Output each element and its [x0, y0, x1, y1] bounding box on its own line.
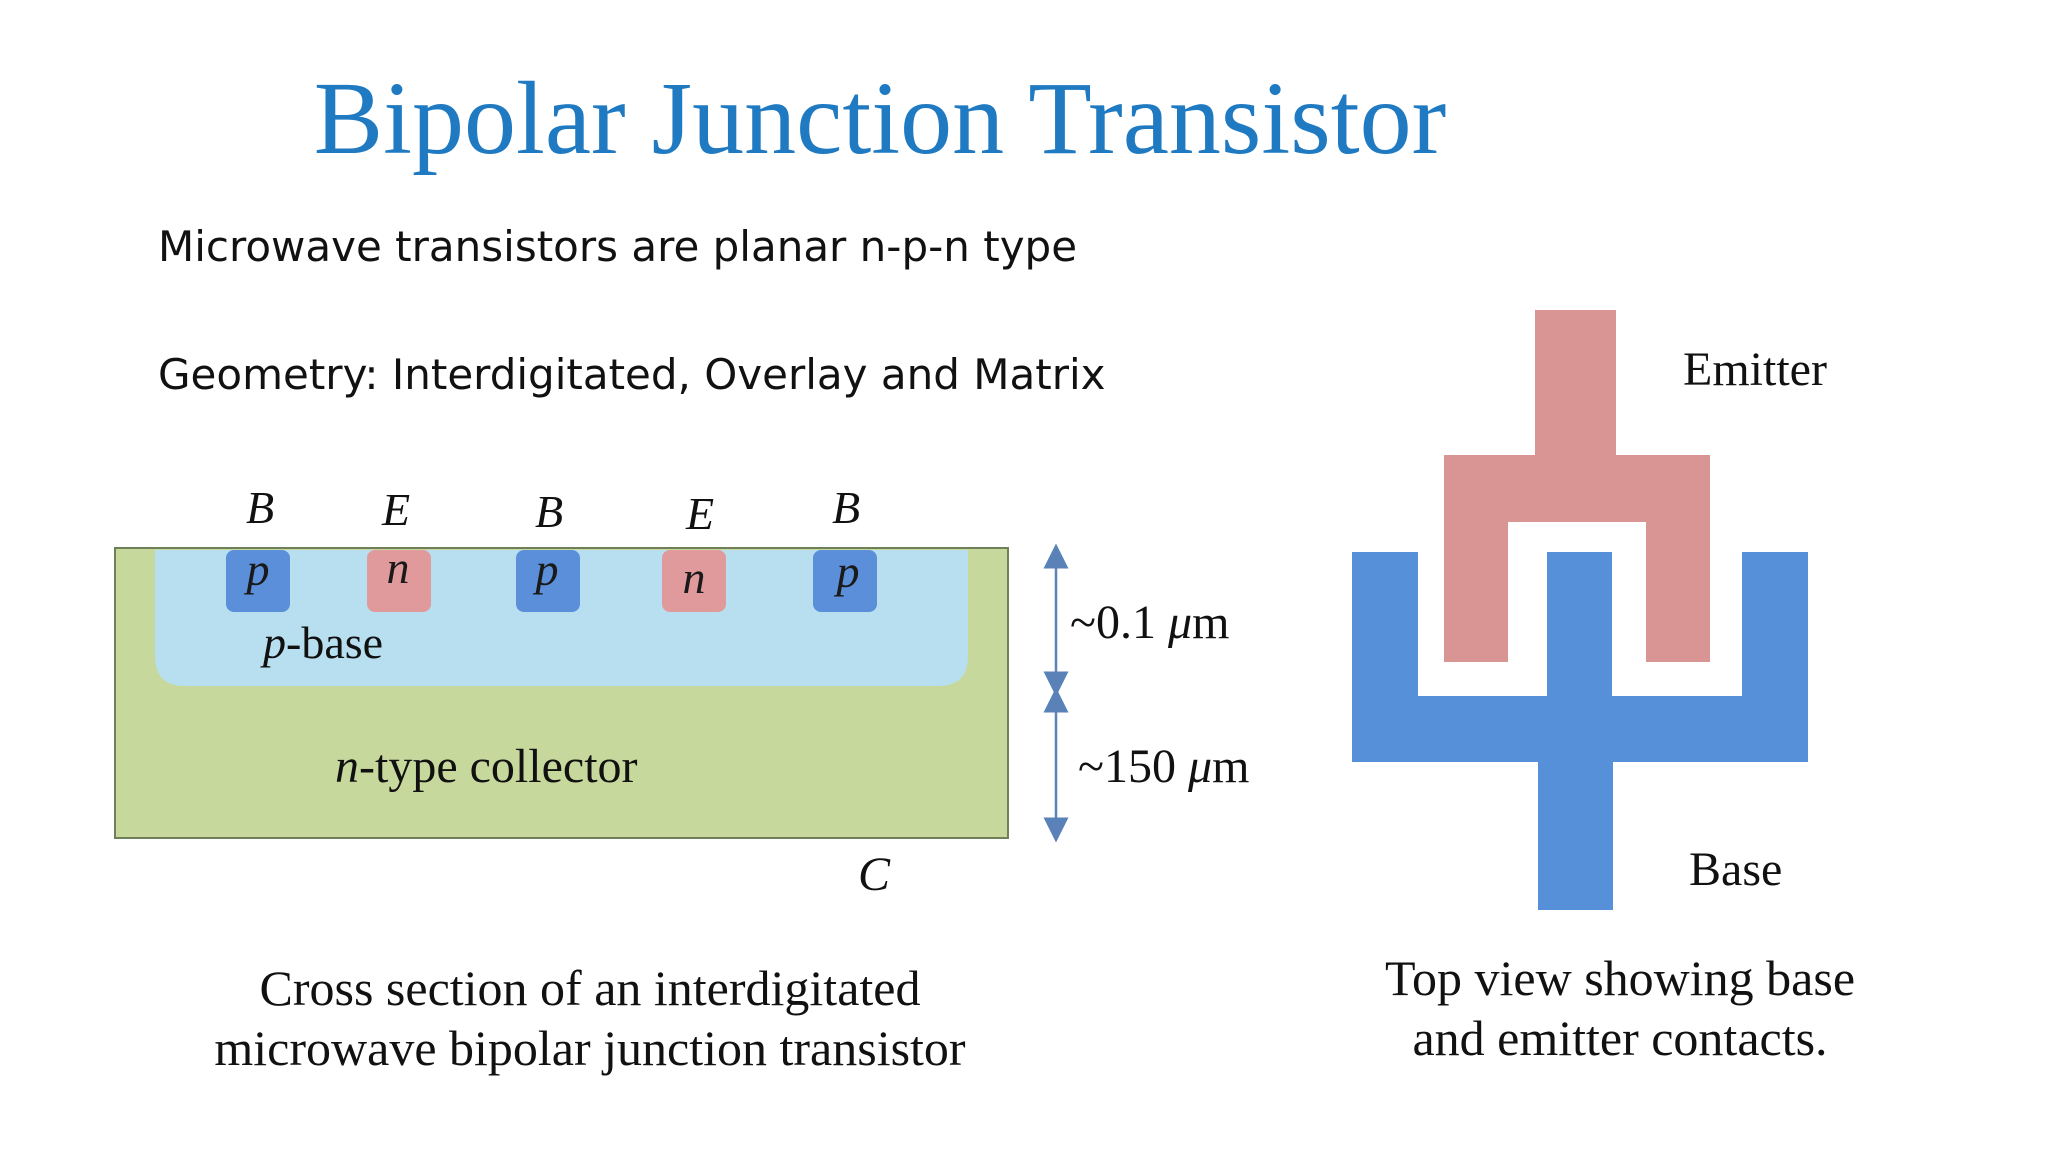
cross-section-diagram: B E B E B p n p n p p-base n-type collec… — [114, 482, 1249, 901]
bullet-planar-npn: Microwave transistors are planar n-p-n t… — [158, 222, 1078, 271]
terminal-label-base-1: B — [246, 482, 274, 533]
n-contact-2 — [662, 550, 726, 612]
region-label-n-2: n — [683, 552, 706, 603]
region-label-p-2: p — [533, 544, 559, 595]
top-view-caption-line-2: and emitter contacts. — [1412, 1010, 1828, 1066]
base-thickness-label: ~0.1 μm — [1070, 596, 1229, 649]
collector-terminal-label: C — [858, 848, 891, 901]
p-base-region — [155, 550, 968, 686]
cross-section-caption-line-1: Cross section of an interdigitated — [259, 960, 921, 1016]
region-label-n-1: n — [387, 542, 410, 593]
emitter-label: Emitter — [1683, 343, 1827, 396]
base-contact-shape — [1352, 552, 1808, 910]
terminal-label-base-2: B — [535, 486, 563, 537]
top-view-caption-line-1: Top view showing base — [1384, 950, 1856, 1006]
region-label-p-1: p — [244, 544, 270, 595]
base-label: Base — [1689, 843, 1782, 896]
p-contact-2 — [516, 550, 580, 612]
cross-section-caption-line-2: microwave bipolar junction transistor — [214, 1020, 966, 1076]
n-contact-1 — [367, 550, 431, 612]
collector-thickness-label: ~150 μm — [1078, 740, 1249, 793]
region-label-p-3: p — [834, 546, 860, 597]
terminal-label-base-3: B — [832, 482, 860, 533]
slide-title: Bipolar Junction Transistor — [313, 61, 1447, 176]
p-contact-1 — [226, 550, 290, 612]
top-view-diagram: Emitter Base — [1352, 310, 1827, 910]
emitter-contact-shape — [1444, 310, 1710, 662]
p-contact-3 — [813, 550, 877, 612]
cross-section-caption: Cross section of an interdigitated micro… — [140, 958, 1040, 1078]
collector-label: n-type collector — [335, 740, 638, 793]
terminal-label-emitter-1: E — [381, 484, 410, 535]
terminal-label-emitter-2: E — [685, 488, 714, 539]
bullet-geometry: Geometry: Interdigitated, Overlay and Ma… — [158, 350, 1106, 399]
top-view-caption: Top view showing base and emitter contac… — [1320, 948, 1920, 1068]
p-base-label: p-base — [260, 617, 383, 668]
